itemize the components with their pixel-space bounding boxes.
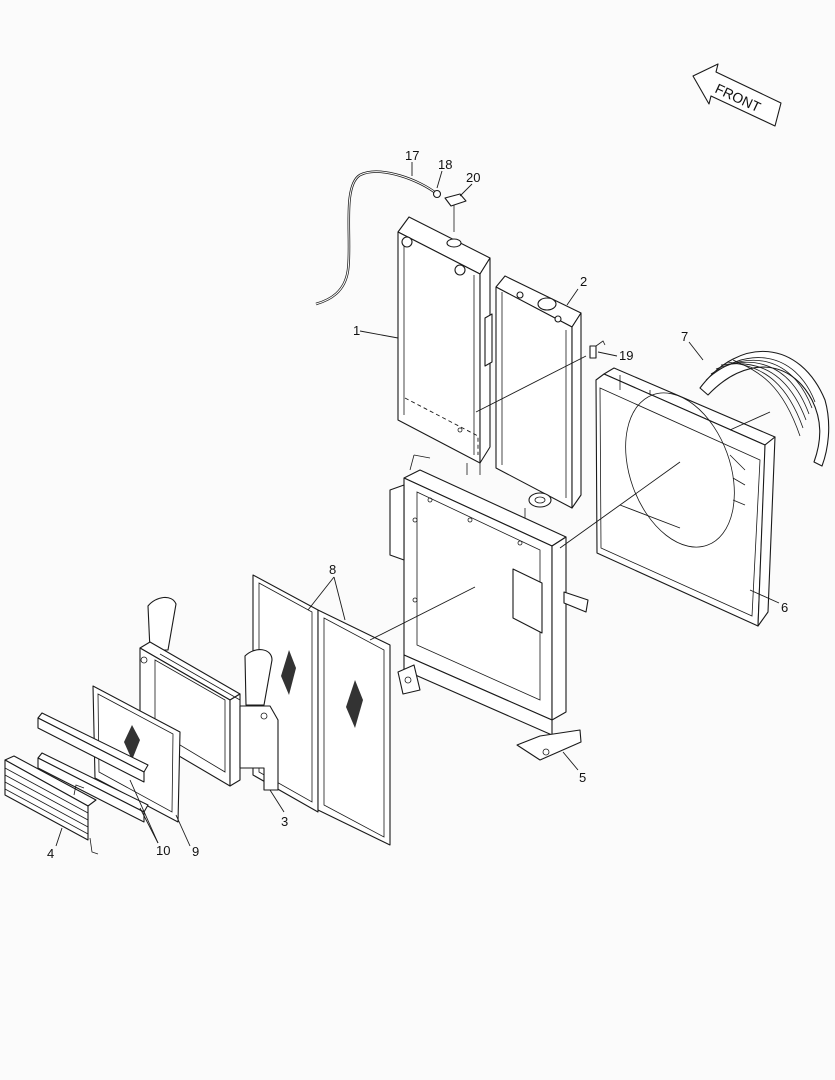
callout-7: 7 bbox=[681, 329, 688, 344]
fuel-cooler-part-4 bbox=[4, 755, 99, 855]
callout-1: 1 bbox=[353, 323, 360, 338]
callout-5: 5 bbox=[579, 770, 586, 785]
callout-9: 9 bbox=[192, 844, 199, 859]
callout-6: 6 bbox=[781, 600, 788, 615]
leader-lines bbox=[55, 162, 780, 847]
radiator-part-1 bbox=[397, 216, 493, 475]
callout-4: 4 bbox=[47, 846, 54, 861]
bolt-part-19 bbox=[589, 340, 606, 359]
callout-labels: 1 2 3 4 5 6 7 8 9 10 17 18 19 20 bbox=[47, 148, 788, 861]
callout-18: 18 bbox=[438, 157, 452, 172]
callout-10: 10 bbox=[156, 843, 170, 858]
callout-2: 2 bbox=[580, 274, 587, 289]
fan-guard-part-7 bbox=[699, 351, 830, 467]
hose-part-17 bbox=[315, 170, 438, 306]
seal-panels-part-8 bbox=[252, 574, 391, 846]
callout-3: 3 bbox=[281, 814, 288, 829]
callout-20: 20 bbox=[466, 170, 480, 185]
cooler-part-2 bbox=[495, 275, 582, 530]
aftercooler-part-3 bbox=[139, 596, 279, 791]
fan-shroud-part-6 bbox=[595, 367, 776, 627]
callout-17: 17 bbox=[405, 148, 419, 163]
front-direction-arrow: FRONT bbox=[692, 63, 782, 127]
cap-part-20 bbox=[444, 193, 467, 232]
callout-8: 8 bbox=[329, 562, 336, 577]
clamp-part-18 bbox=[432, 189, 442, 199]
frame-part-5 bbox=[389, 454, 589, 761]
callout-19: 19 bbox=[619, 348, 633, 363]
brackets-part-10 bbox=[37, 712, 149, 823]
